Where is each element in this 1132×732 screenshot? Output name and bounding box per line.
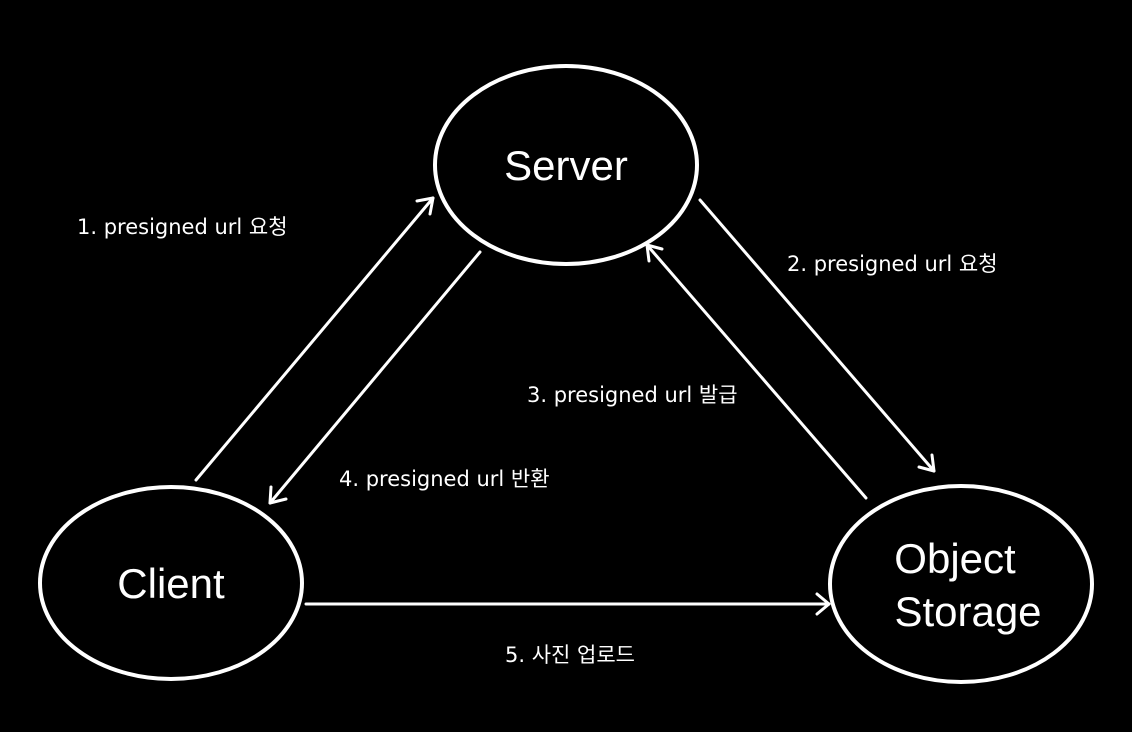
- arrow-head-icon: [415, 196, 435, 216]
- edge-client-to-storage: [304, 592, 831, 616]
- arrow-line: [268, 250, 482, 505]
- edge-client-to-server: [194, 196, 435, 482]
- arrow-head-icon: [815, 592, 831, 616]
- edge-server-to-client: [268, 250, 482, 505]
- arrow-head-icon: [917, 453, 936, 473]
- edge-label-3: 3. presigned url 발급: [527, 383, 738, 407]
- arrow-line: [698, 198, 936, 473]
- edge-server-to-storage: [698, 198, 936, 473]
- edge-label-1: 1. presigned url 요청: [77, 215, 288, 239]
- client-label: Client: [117, 560, 225, 607]
- arrow-head-icon: [268, 485, 288, 505]
- edge-label-5: 5. 사진 업로드: [505, 643, 635, 667]
- edge-label-2: 2. presigned url 요청: [787, 252, 998, 276]
- storage-label-line1: Object: [894, 535, 1016, 582]
- client-ellipse: [38, 485, 304, 681]
- server-ellipse: [433, 64, 699, 266]
- arrow-line: [645, 243, 868, 500]
- arrow-line: [194, 196, 435, 482]
- edge-label-4: 4. presigned url 반환: [339, 467, 550, 491]
- node-object-storage: Object Storage: [828, 484, 1094, 684]
- storage-label-line2: Storage: [894, 588, 1041, 635]
- node-server: Server: [433, 64, 699, 266]
- storage-ellipse: [828, 484, 1094, 684]
- node-client: Client: [38, 485, 304, 681]
- edge-storage-to-server: [645, 243, 868, 500]
- server-label: Server: [504, 142, 628, 189]
